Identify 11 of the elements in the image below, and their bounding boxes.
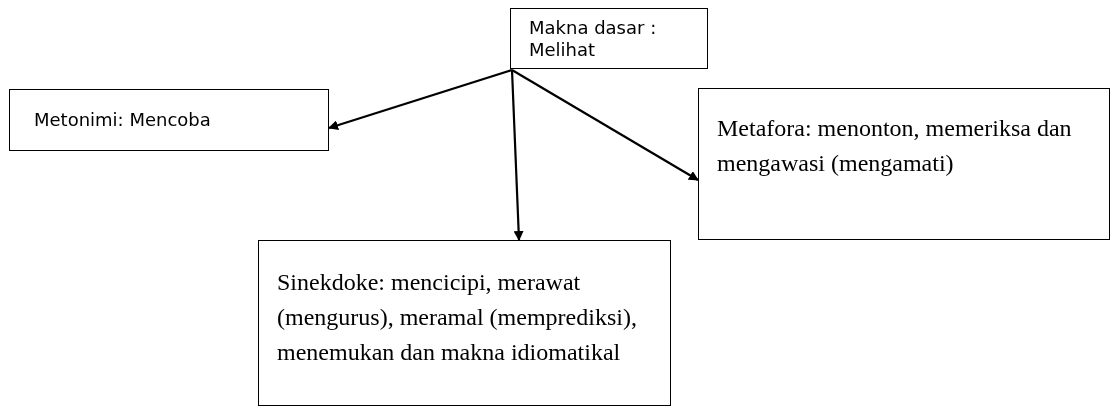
arrow xyxy=(328,68,513,131)
box-text: Metonimi: Mencoba xyxy=(34,109,211,131)
arrow xyxy=(511,69,699,181)
box-text: Sinekdoke: mencicipi, merawat (mengurus), meramal (memprediksi), menemukan dan makna idiomatikal xyxy=(277,268,638,367)
box-text: Makna dasar : Melihat xyxy=(529,16,658,61)
text-box xyxy=(9,89,329,151)
text-box xyxy=(698,88,1110,240)
arrow xyxy=(510,69,524,241)
text-box xyxy=(510,8,708,69)
text-box xyxy=(258,240,671,406)
box-text: Metafora: menonton, memeriksa dan mengawasi (mengamati) xyxy=(717,114,1073,178)
